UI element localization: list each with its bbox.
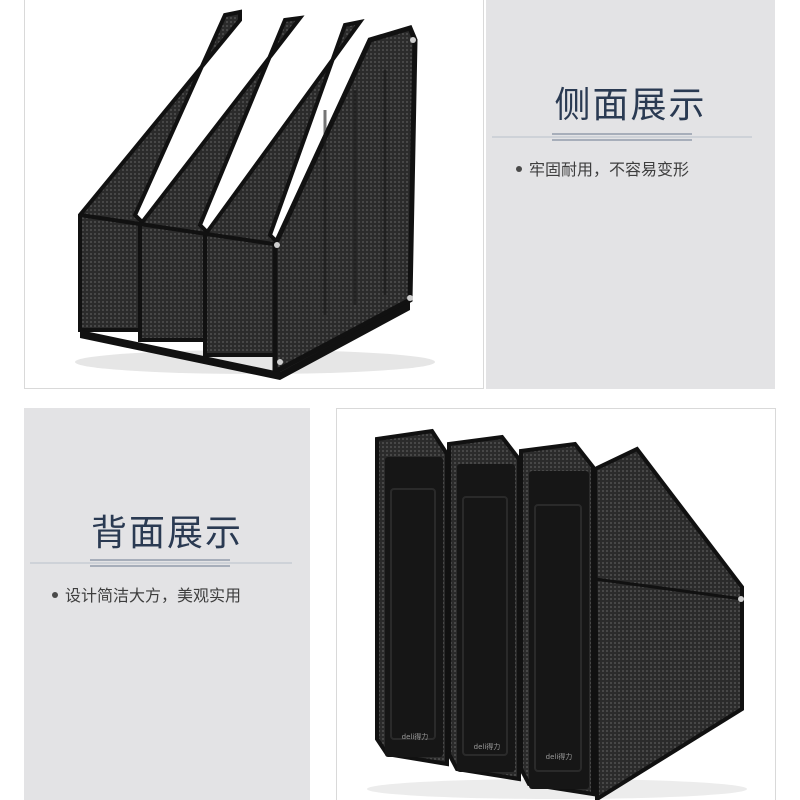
bullet-dot-icon: [516, 165, 522, 172]
side-view-feature: 牢固耐用，不容易变形: [516, 156, 689, 180]
back-view-title: 背面展示: [90, 513, 243, 554]
side-view-feature-text: 牢固耐用，不容易变形: [529, 160, 690, 179]
side-view-description: 侧面展示 牢固耐用，不容易变形: [486, 0, 775, 389]
back-view-photo: deli得力 deli得力 deli得力: [336, 408, 776, 800]
title-divider: [30, 556, 292, 570]
side-view-photo: [24, 0, 484, 389]
side-view-title: 侧面展示: [554, 85, 707, 126]
brand-label: deli得力: [402, 732, 429, 741]
file-holder-back-image: deli得力 deli得力 deli得力: [367, 428, 747, 800]
file-holder-side-image: [75, 9, 435, 380]
title-divider: [492, 130, 752, 144]
back-view-feature: 设计简洁大方，美观实用: [52, 582, 241, 606]
bullet-dot-icon: [52, 591, 58, 598]
brand-label: deli得力: [546, 752, 573, 761]
back-view-feature-text: 设计简洁大方，美观实用: [65, 586, 242, 605]
brand-label: deli得力: [474, 742, 501, 751]
back-view-description: 背面展示 设计简洁大方，美观实用: [24, 408, 310, 800]
